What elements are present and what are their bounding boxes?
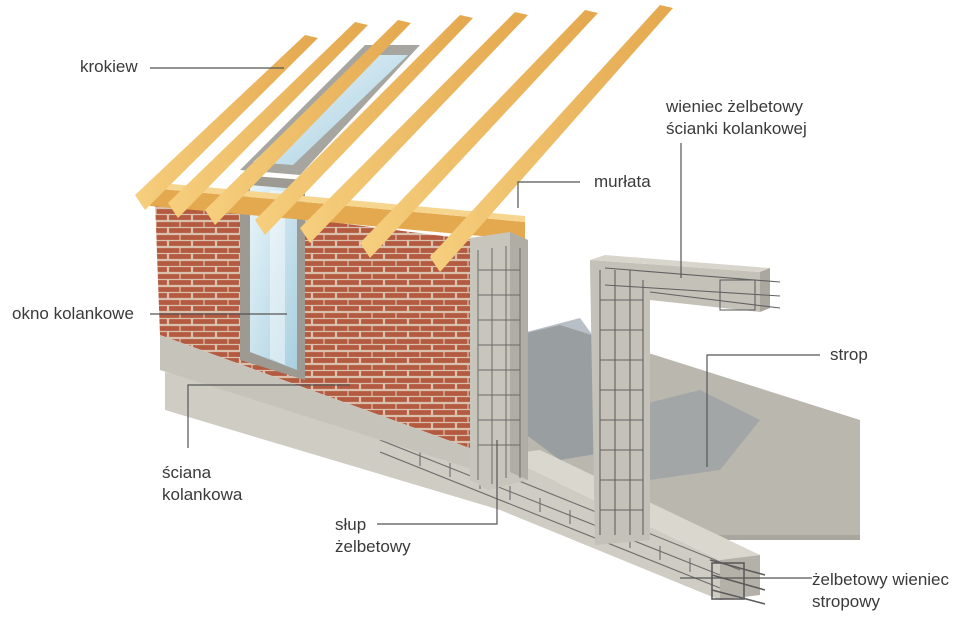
label-knee-wall-line2: kolankowa [162,485,243,504]
label-knee-wall: ściana kolankowa [162,462,242,506]
label-floor-ring-beam-line1: żelbetowy wieniec [812,570,950,589]
knee-wall-ring-beam [590,255,781,545]
label-column-line1: słup [335,515,367,534]
rafters [135,5,673,272]
label-knee-wall-ring-beam-line2: ścianki kolankowej [666,119,807,138]
label-floor-slab: strop [830,345,868,364]
label-knee-wall-ring-beam: wieniec żelbetowy ścianki kolankowej [666,96,807,140]
label-floor-ring-beam: żelbetowy wieniec stropowy [812,569,949,613]
label-knee-wall-line1: ściana [162,463,212,482]
label-floor-ring-beam-line2: stropowy [812,592,881,611]
concrete-column [470,232,528,490]
knee-window [240,175,305,380]
label-column: słup żelbetowy [335,514,411,558]
label-column-line2: żelbetowy [335,537,411,556]
leader-floor-slab [706,354,820,467]
label-rafter: krokiew [80,57,138,76]
leader-column [377,440,498,525]
leader-wall-plate [517,181,580,208]
label-knee-wall-ring-beam-line1: wieniec żelbetowy [666,97,804,116]
label-wall-plate: murłata [594,172,651,191]
leader-knee-wall [187,384,350,448]
label-knee-window: okno kolankowe [12,304,134,323]
leader-lines [150,67,820,579]
